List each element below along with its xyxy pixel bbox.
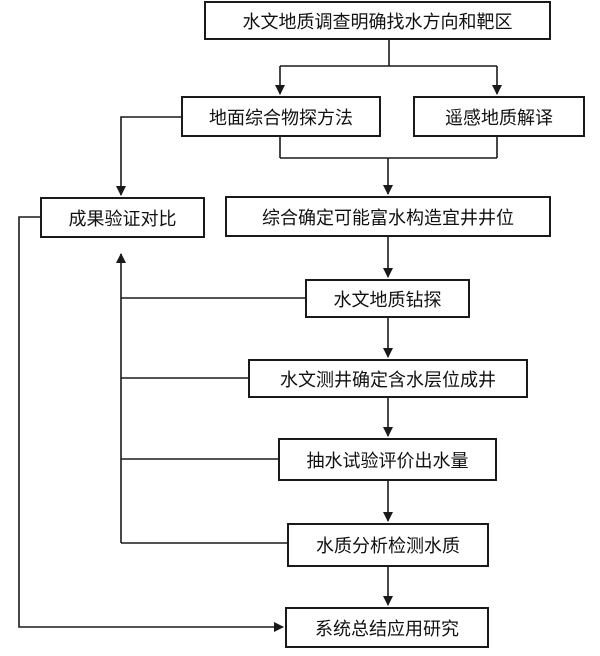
- node-water-quality: 水质分析检测水质: [287, 523, 489, 567]
- node-logging: 水文测井确定含水层位成井: [248, 359, 528, 398]
- node-drilling: 水文地质钻探: [305, 279, 470, 318]
- node-summary: 系统总结应用研究: [285, 607, 489, 648]
- arrow-geophysics-to-verify: [116, 116, 181, 196]
- node-verify: 成果验证对比: [40, 197, 205, 238]
- node-remote-sensing: 遥感地质解译: [413, 96, 585, 137]
- arrow-verify-to-summary: [18, 216, 284, 632]
- node-goal: 水文地质调查明确找水方向和靶区: [204, 1, 551, 40]
- node-geophysics: 地面综合物探方法: [181, 96, 381, 137]
- node-determine-well: 综合确定可能富水构造宜井井位: [225, 196, 551, 237]
- node-pumping: 抽水试验评价出水量: [278, 438, 497, 481]
